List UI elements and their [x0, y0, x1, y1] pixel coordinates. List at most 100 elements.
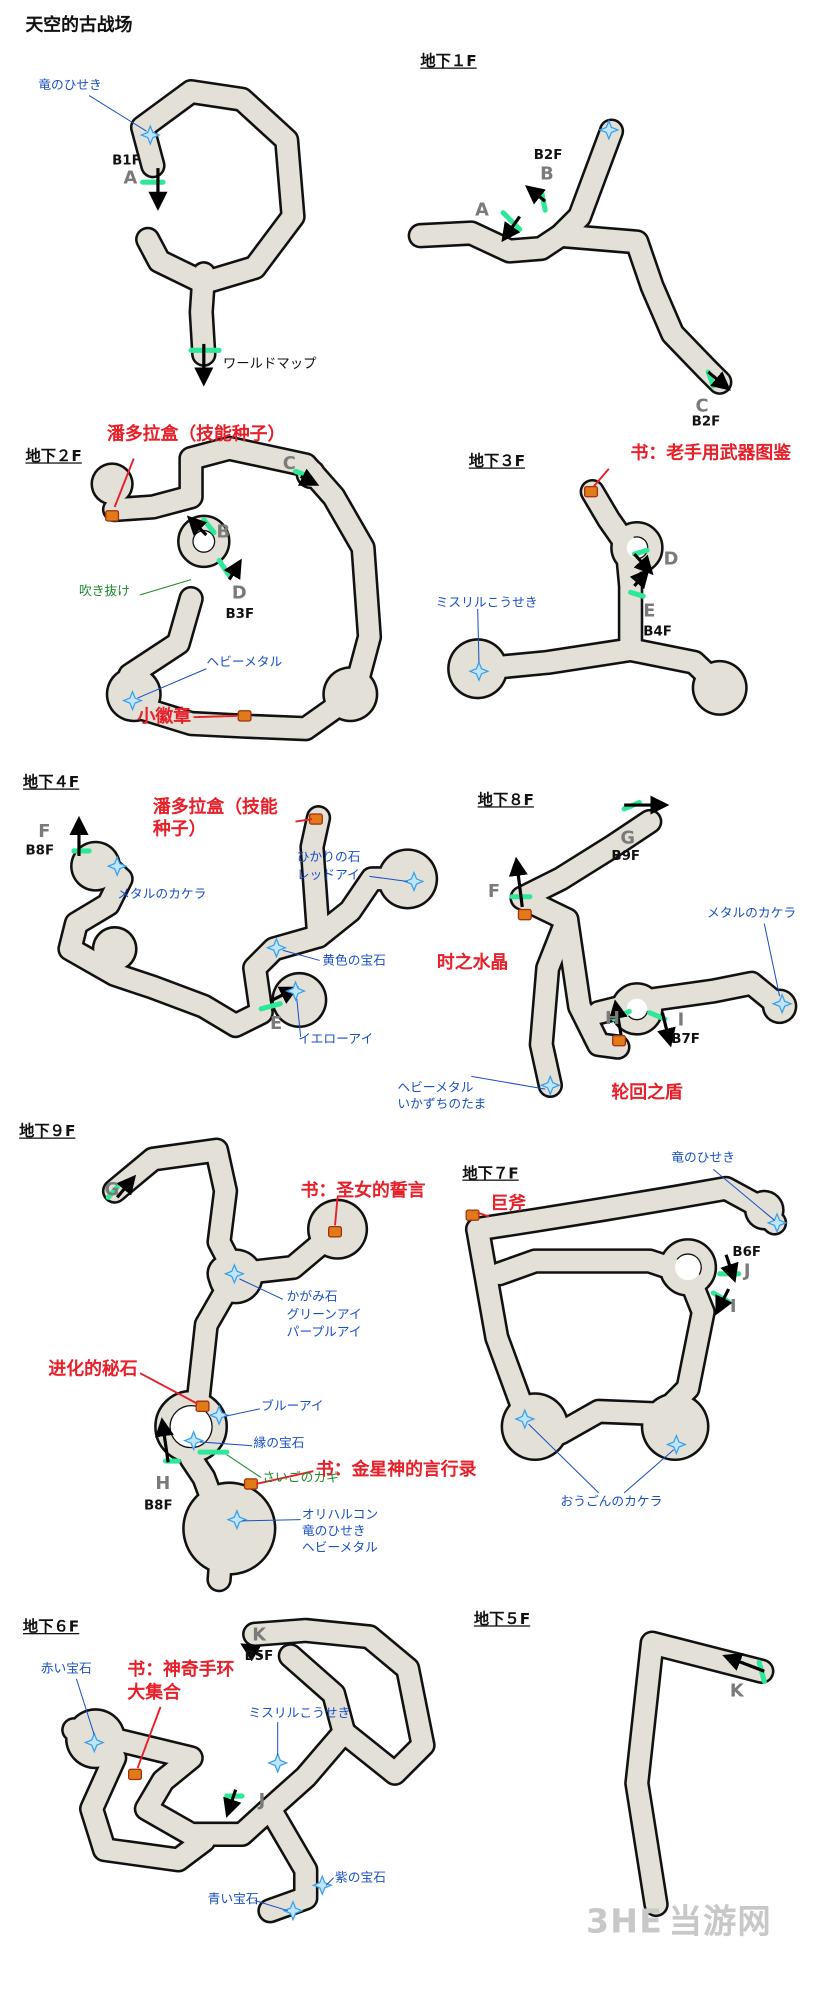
- crystal-icon: [284, 980, 307, 1002]
- section-title-b5: 地下５F: [473, 1610, 531, 1628]
- item-label: 书：老手用武器图鉴: [630, 443, 792, 464]
- leader-line: [136, 1706, 162, 1769]
- arrow-icon: [223, 1789, 242, 1818]
- treasure-chest-icon: [328, 1226, 343, 1238]
- arrow-icon: [115, 1174, 137, 1199]
- label-crystal: ひかりの石: [296, 850, 361, 865]
- leader-line: [193, 714, 237, 719]
- arrow-icon: [297, 468, 320, 486]
- cave-hole: [675, 1254, 701, 1281]
- label-crystal: ヘビーメタル: [206, 656, 283, 671]
- exit-label: ワールドマップ: [222, 356, 317, 372]
- cave-floor: [92, 464, 132, 504]
- label-crystal: 縁の宝石: [253, 1436, 305, 1451]
- floor-label: B1F: [112, 152, 141, 169]
- watermark-name: 当游网: [668, 1903, 772, 1942]
- label-crystal: メタルのカケラ: [117, 887, 207, 902]
- leader-line: [296, 998, 302, 1037]
- leader-line: [763, 923, 781, 997]
- cave-floor: [503, 1394, 567, 1459]
- leader-line: [88, 95, 147, 132]
- label-crystal: イエローアイ: [298, 1033, 374, 1048]
- label-crystal: レッドアイ: [296, 868, 360, 883]
- floor-label: B2F: [691, 413, 721, 430]
- label-crystal: 竜のひせき: [301, 1524, 366, 1539]
- floor-label: B8F: [143, 1497, 173, 1514]
- treasure-chest-icon: [243, 1478, 258, 1490]
- leader-line: [334, 1197, 339, 1226]
- gate-marker: [216, 557, 232, 579]
- gate-label: J: [258, 1790, 266, 1812]
- leader-line: [477, 1211, 490, 1218]
- section-title-b2: 地下２F: [25, 447, 82, 465]
- leader-line: [199, 1441, 253, 1447]
- gate-label: I: [677, 1010, 685, 1031]
- leader-line: [224, 1408, 260, 1417]
- label-crystal: 赤い宝石: [40, 1662, 92, 1677]
- item-label: 潘多拉盒（技能: [152, 797, 278, 818]
- cave-hole: [193, 531, 214, 552]
- cave-floor: [94, 928, 136, 970]
- label-crystal: メタルのカケラ: [706, 906, 797, 921]
- cave-floor: [191, 263, 214, 365]
- leader-line: [592, 468, 610, 488]
- leader-line: [139, 579, 192, 596]
- crystal-icon: [223, 1263, 246, 1285]
- cave-floor: [259, 1798, 316, 1921]
- cave-floor: [244, 1620, 434, 1784]
- arrow-icon: [240, 1643, 262, 1662]
- crystal-icon: [226, 1509, 248, 1531]
- crystal-icon: [514, 1408, 536, 1430]
- item-label: 轮回之盾: [611, 1082, 683, 1104]
- item-label: 巨斧: [490, 1193, 527, 1214]
- cave-floor: [132, 81, 304, 293]
- gate-label: A: [123, 168, 138, 189]
- crystal-icon: [598, 119, 620, 141]
- cave-floor: [59, 845, 418, 1036]
- arrow-icon: [633, 553, 654, 576]
- gate-label: K: [252, 1625, 267, 1646]
- leader-line: [242, 1519, 301, 1522]
- cave-floor: [512, 811, 660, 909]
- label-crystal: かがみ石: [286, 1290, 338, 1305]
- gate-label: K: [729, 1681, 744, 1702]
- crystal-icon: [311, 1874, 333, 1896]
- label-crystal: 青い宝石: [207, 1892, 259, 1907]
- label-crystal: ヘビーメタル: [301, 1541, 378, 1556]
- gate-label: B: [216, 522, 231, 543]
- crystal-icon: [182, 1430, 205, 1452]
- cave-floor: [324, 668, 376, 720]
- cave-floor: [661, 1240, 715, 1295]
- gate-label: F: [487, 881, 501, 902]
- floor-label: B3F: [225, 606, 255, 622]
- leader-line: [295, 818, 313, 823]
- label-crystal: 竜のひせき: [671, 1151, 735, 1166]
- gate-label: G: [620, 827, 635, 849]
- label-crystal: おうごんのカケラ: [560, 1495, 663, 1510]
- floor-label: B5F: [244, 1648, 274, 1664]
- arrow-icon: [524, 185, 547, 205]
- treasure-chest-icon: [517, 908, 532, 921]
- label-crystal: 紫の宝石: [335, 1871, 386, 1886]
- leader-line: [139, 1372, 198, 1405]
- item-label: 书：神奇手环: [127, 1659, 235, 1681]
- leader-line: [113, 458, 135, 508]
- section-title-b4: 地下４F: [22, 773, 80, 792]
- treasure-chest-icon: [105, 510, 120, 522]
- arrow-icon: [608, 999, 628, 1039]
- crystal-icon: [766, 1212, 788, 1234]
- cave-floor: [410, 121, 622, 262]
- arrow-icon: [722, 1653, 765, 1673]
- item-label: 时之水晶: [436, 952, 509, 974]
- cave-floor: [184, 1483, 274, 1574]
- item-label: 书：金星神的言行录: [315, 1459, 477, 1481]
- cave-floor: [104, 1140, 344, 1284]
- gate-label: F: [38, 821, 51, 842]
- label-crystal: いかずちのたま: [397, 1098, 487, 1113]
- treasure-chest-icon: [584, 485, 599, 498]
- gate-marker: [627, 589, 646, 599]
- arrow-icon: [657, 1012, 676, 1048]
- arrow-icon: [715, 1288, 733, 1316]
